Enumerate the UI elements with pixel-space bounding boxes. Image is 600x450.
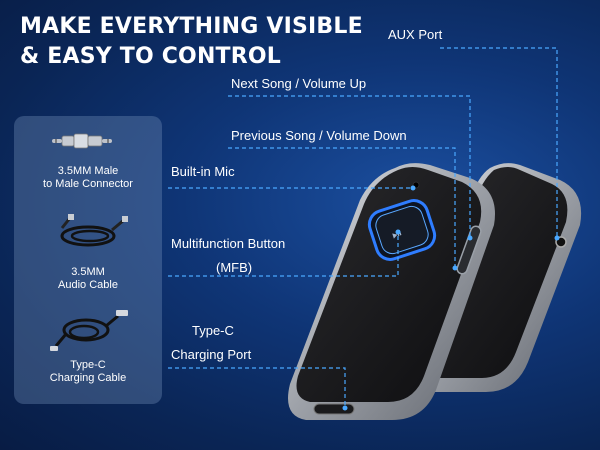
audio-cable-icon — [60, 214, 128, 247]
typec-cable-icon — [50, 310, 128, 351]
headline-line-1: MAKE EVERYTHING VISIBLE — [20, 14, 363, 39]
headline: MAKE EVERYTHING VISIBLE & EASY TO CONTRO… — [20, 12, 363, 72]
callout-next-song: Next Song / Volume Up — [231, 76, 367, 91]
line-next-song — [228, 95, 471, 238]
accessories-panel — [14, 116, 162, 404]
line-prev-song — [228, 147, 456, 268]
line-mfb — [168, 232, 399, 277]
callout-prev-song: Previous Song / Volume Down — [231, 128, 407, 143]
accessory-label-audio-cable: 3.5MM Audio Cable — [58, 266, 118, 291]
callout-typec-line-2: Charging Port — [171, 347, 252, 362]
aux-connector-icon — [52, 133, 112, 149]
callout-typec-line-1: Type-C — [192, 323, 234, 338]
accessory-label-typec-cable: Type-C Charging Cable — [49, 359, 127, 384]
line-aux-port — [440, 47, 558, 238]
callout-built-in-mic: Built-in Mic — [171, 164, 235, 179]
device-front: ⏯ — [288, 163, 495, 421]
volume-buttons — [456, 225, 482, 275]
line-typec — [168, 367, 346, 408]
callout-aux-port: AUX Port — [388, 27, 443, 42]
mfb-button-icon: ⏯ — [367, 199, 437, 261]
headline-line-2: & EASY TO CONTROL — [20, 44, 282, 69]
accessory-label-connector: 3.5MM Male to Male Connector — [43, 165, 133, 190]
callout-mfb-line-1: Multifunction Button — [171, 236, 286, 251]
callout-mfb-line-2: (MFB) — [216, 260, 253, 275]
